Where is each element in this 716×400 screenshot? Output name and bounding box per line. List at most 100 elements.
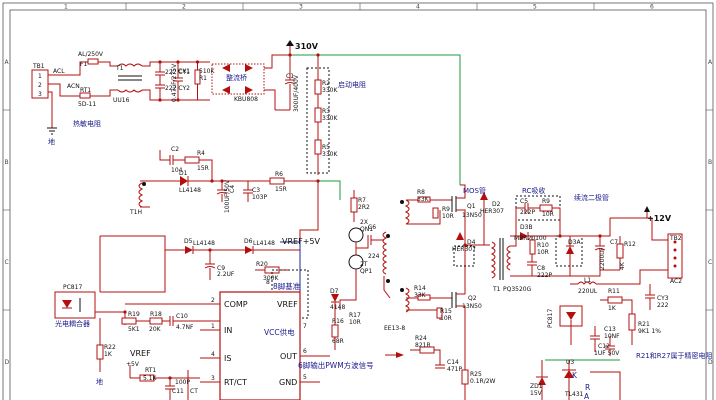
common-mode-choke [117, 63, 143, 93]
ic-pin-vcc-name: VCC供电 [264, 327, 295, 337]
rc-r9-value: 10R [542, 211, 554, 218]
r2-value: 330K [322, 87, 338, 94]
ntc-label: 热敏电阻 [73, 119, 101, 128]
startup-resistor-chain [306, 55, 330, 175]
r12-value: 4K [619, 261, 626, 270]
cx1-value: 0.47uF/275V [171, 63, 178, 102]
fuse-ref: F1 [80, 61, 87, 68]
rc-snubber-section [510, 195, 640, 277]
frame-row-d: D [5, 359, 10, 366]
ct-label: CT [190, 388, 198, 395]
qp1-value: 2T [360, 261, 368, 268]
c14-ref: C14 [447, 359, 459, 366]
bridge-label: 整流桥 [226, 73, 247, 82]
r16-value: 68R [332, 338, 344, 345]
r11-ref: R11 [608, 288, 620, 295]
r14-value: 33K [414, 292, 427, 299]
c9-ref: C9 [217, 265, 225, 272]
r17-ref: R17 [349, 312, 361, 319]
r15-ref: R15 [440, 308, 452, 315]
c12-ref: C12 [598, 343, 610, 350]
r19-ref: R19 [128, 311, 140, 318]
mos-label: MOS管 [463, 186, 486, 195]
qp1-ref: QP1 [360, 268, 372, 275]
r20-value: 300K [263, 275, 279, 282]
ic-pin-in-name: IN [224, 326, 232, 335]
c8-value: 222P [537, 272, 552, 279]
frame-row-a: A [5, 59, 10, 66]
d3a-ref: D3A [568, 239, 581, 246]
frame-col-5: 5 [533, 4, 537, 11]
d5-ref: D5 [184, 238, 193, 245]
ic-pin-rtct-num: 3 [211, 375, 215, 382]
c10-value: 4.7NF [176, 324, 194, 331]
r20-ref: R20 [256, 261, 268, 268]
d1-value: LL4148 [179, 187, 201, 194]
q2-value: 13N50 [462, 303, 482, 310]
l1-ref: L1 [584, 277, 591, 284]
ic-pin-is-name: IS [224, 354, 231, 363]
d4-ref: D4 [467, 239, 476, 246]
d7-ref: D7 [330, 288, 339, 295]
bridge-part: KBU808 [234, 96, 258, 103]
cx1-label: CX1 [178, 68, 190, 75]
optocoupler-label: 光电耦合器 [55, 319, 90, 328]
c1-ref: C1 [286, 73, 294, 80]
frame-col-3: 3 [299, 4, 303, 11]
fuse-value: AL/250V [78, 51, 104, 58]
r10-ref: R10 [537, 242, 549, 249]
q2-ref: Q2 [468, 295, 477, 302]
ic-pin8-note: 8脚基准 [273, 281, 301, 291]
r8-ref: R8 [417, 189, 425, 196]
r15-value: 10R [440, 315, 452, 322]
cy3-ref: CY3 [657, 295, 669, 302]
zd1-ref: ZD1 [530, 383, 543, 390]
ground-label-feedback: 地 [96, 377, 103, 386]
acl-label: ACL [53, 68, 65, 75]
tp-value: PQ3520G [503, 286, 532, 293]
c2-ref: C2 [171, 146, 179, 153]
l1-value: 220UL [578, 288, 598, 295]
rc-r9-ref: R9 [542, 198, 550, 205]
frame-col-2: 2 [182, 4, 186, 11]
r6-ref: R6 [275, 171, 283, 178]
rail-310v: 310V [295, 42, 319, 51]
choke-value: UU16 [113, 97, 130, 104]
c12-value: 1UF 50V [594, 350, 620, 357]
rc-label: RC吸收 [522, 186, 545, 195]
r24-ref: R24 [415, 335, 427, 342]
r3-ref: R3 [322, 108, 330, 115]
c6-ref: C6 [368, 224, 376, 231]
r21-value: 9K1 1% [638, 328, 661, 335]
feedback-section [54, 235, 330, 400]
c3-ref: C3 [252, 187, 260, 194]
frame-row-c: C [5, 259, 9, 266]
cy3-value: 222 [657, 302, 669, 309]
acn-label: ACN [67, 83, 80, 90]
d7-value: 4148 [330, 304, 345, 311]
r18-value: 20K [149, 326, 162, 333]
r7-value: 2R2 [358, 204, 370, 211]
vref-5v-label: VREF+5V [282, 237, 320, 246]
c2-value: 104 [171, 167, 183, 174]
output-section [536, 206, 683, 400]
r1-ref: R1 [199, 75, 207, 82]
c11-ref: C11 [172, 388, 184, 395]
frame-row-a-right: A [708, 59, 713, 66]
tb1-label: TB1 [32, 63, 45, 70]
tb2-label: TB2 [669, 235, 682, 242]
c3-value: 103P [252, 194, 267, 201]
r11-value: 1K [608, 305, 617, 312]
r21-ref: R21 [638, 321, 650, 328]
ntc-value: 5D-11 [78, 101, 96, 108]
tb1-pin1: 1 [38, 73, 42, 80]
r12-ref: R12 [624, 241, 636, 248]
input-section: TB1 1 2 3 ACL ACN AL/250V F1 RT1 5D-11 热… [31, 40, 461, 185]
frame-row-b: B [5, 159, 9, 166]
rt1-value: 5.1K [143, 375, 158, 382]
ground-label-input: 地 [48, 137, 55, 146]
choke-ref: T1 [115, 65, 124, 72]
d1-ref: D1 [179, 170, 188, 177]
